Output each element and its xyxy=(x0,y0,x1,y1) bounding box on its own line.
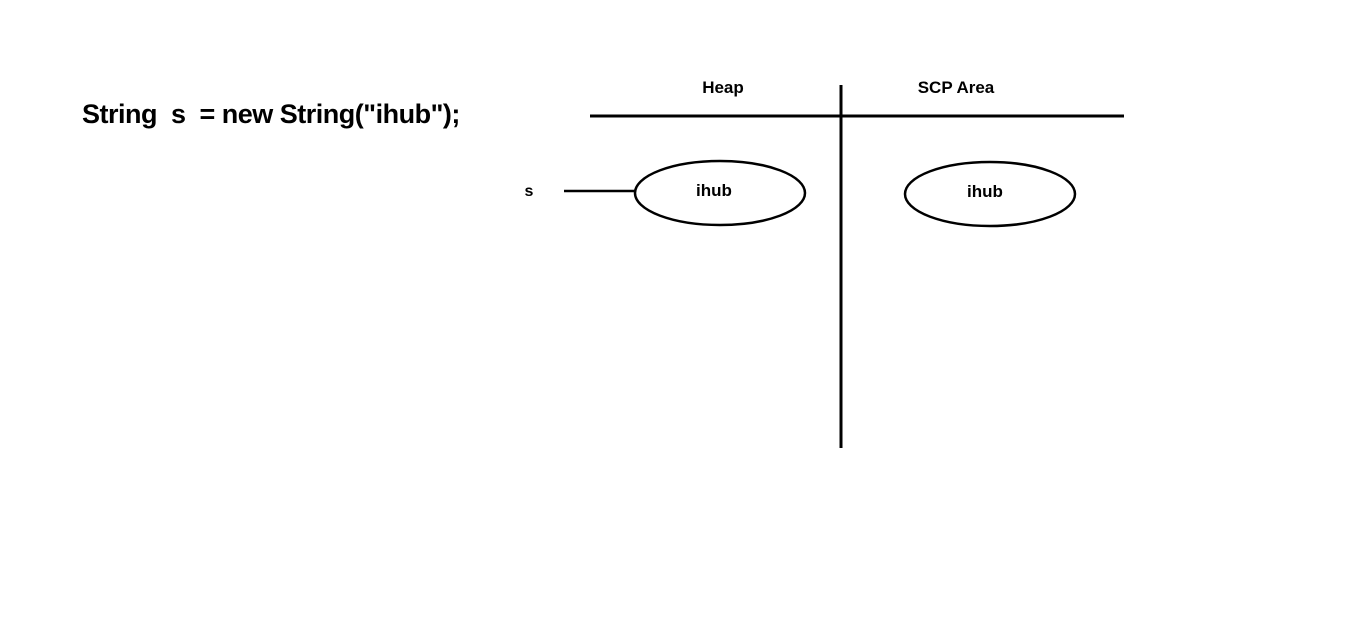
heap-object-ellipse xyxy=(633,159,807,227)
code-statement: String s = new String("ihub"); xyxy=(82,99,460,129)
heap-label: Heap xyxy=(702,78,744,97)
scp-object-ellipse xyxy=(903,160,1077,228)
reference-variable-label: s xyxy=(525,183,534,200)
scp-area-label: SCP Area xyxy=(918,78,995,97)
scp-object-label: ihub xyxy=(967,182,1003,201)
heap-object-label: ihub xyxy=(696,181,732,200)
